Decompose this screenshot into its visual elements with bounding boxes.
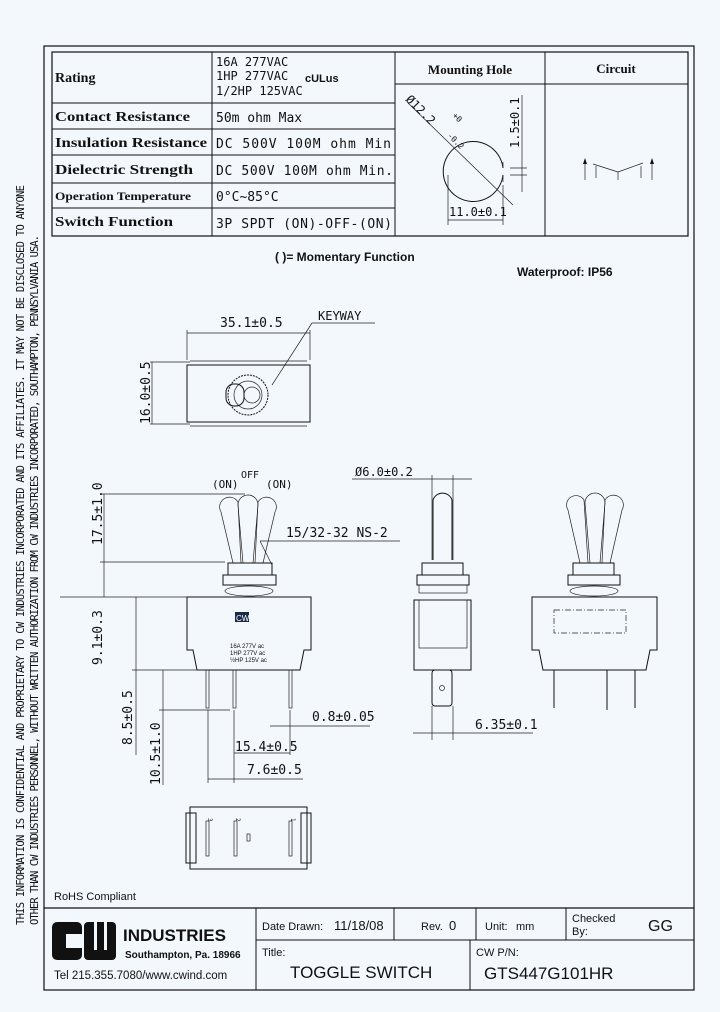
spec-label-operation: Operation Temperature	[55, 189, 192, 203]
body-text-3: ½HP 125V ac	[230, 657, 267, 664]
checked-value: GG	[648, 918, 673, 935]
body-logo: CW	[236, 614, 250, 623]
right-front-view	[531, 492, 658, 710]
part-number: GTS447G101HR	[484, 964, 613, 983]
mounting-width: 11.0±0.1	[449, 205, 507, 219]
pin-label-2: 2	[234, 818, 241, 822]
spec-rating-line-2: 1HP 277VAC	[216, 69, 288, 83]
spec-label-rating: Rating	[55, 71, 95, 86]
rev-label: Rev.	[421, 921, 443, 933]
rev-value: 0	[449, 918, 456, 933]
pos-left-label: (ON)	[212, 478, 239, 491]
keyway-label: KEYWAY	[318, 309, 362, 323]
pin-label-3: 3	[206, 818, 213, 822]
pn-label: CW P/N:	[476, 947, 519, 959]
disclaimer: THIS INFORMATION IS CONFIDENTIAL AND PRO…	[15, 185, 41, 925]
pin-span-dim: 15.4±0.5	[235, 740, 298, 755]
disclaimer-line-2: OTHER THAN CW INDUSTRIES PERSONNEL, WITH…	[29, 235, 41, 925]
mounting-diameter: Ø12.2	[403, 92, 438, 127]
date-label: Date Drawn:	[262, 921, 323, 933]
body-height-dim: 9.1±0.3	[91, 610, 106, 665]
mounting-tol-plus: +0	[451, 111, 464, 124]
spec-rating-line-3: 1/2HP 125VAC	[216, 84, 303, 98]
unit-label: Unit:	[485, 921, 508, 933]
body-text-2: 1HP 277V ac	[230, 651, 265, 657]
date-value: 11/18/08	[334, 918, 384, 933]
spec-value-operation: 0°C~85°C	[216, 190, 279, 205]
mounting-flat: 1.5±0.1	[508, 97, 522, 148]
lever-diameter-dim: Ø6.0±0.2	[355, 465, 413, 479]
bottom-view: 3 2 1	[185, 806, 312, 870]
pin-label-1: 1	[289, 818, 296, 822]
spec-label-insulation: Insulation Resistance	[55, 136, 207, 151]
top-view: 35.1±0.5 KEYWAY 16.0±0.5	[139, 309, 375, 427]
spec-value-function: 3P SPDT (ON)-OFF-(ON)	[216, 217, 392, 232]
cul-us-mark: cULus	[305, 73, 339, 85]
spec-label-function: Switch Function	[55, 215, 173, 230]
cw-logo	[52, 922, 116, 960]
pin-length-dim: 8.5±0.5	[121, 690, 136, 745]
pos-off-label: OFF	[241, 470, 259, 481]
sheet-border	[43, 45, 695, 991]
checked-by-label: By:	[572, 926, 588, 938]
company-contact: Tel 215.355.7080/www.cwind.com	[54, 970, 227, 982]
thread-spec: 15/32-32 NS-2	[286, 526, 388, 541]
circuit-header: Circuit	[596, 61, 636, 76]
drawing-title: TOGGLE SWITCH	[290, 963, 432, 982]
title-label: Title:	[262, 947, 285, 959]
spec-value-contact: 50m ohm Max	[216, 111, 302, 126]
rohs-label: RoHS Compliant	[54, 891, 136, 903]
body-text-1: 16A 277V ac	[230, 644, 264, 650]
pin-thickness-dim: 0.8±0.05	[312, 710, 375, 725]
spec-table: Rating 16A 277VAC 1HP 277VAC 1/2HP 125VA…	[51, 51, 689, 237]
disclaimer-line-1: THIS INFORMATION IS CONFIDENTIAL AND PRO…	[15, 185, 27, 925]
company-name: INDUSTRIES	[123, 926, 226, 945]
spec-label-contact: Contact Resistance	[55, 110, 190, 125]
momentary-note: ( )= Momentary Function	[275, 250, 415, 264]
circuit-diagram	[583, 158, 654, 180]
unit-value: mm	[516, 921, 534, 933]
pin-total-dim: 10.5±1.0	[149, 722, 164, 785]
checked-label: Checked	[572, 913, 615, 925]
spec-rating-line-1: 16A 277VAC	[216, 55, 288, 69]
pos-right-label: (ON)	[266, 478, 293, 491]
mounting-hole-diagram: Ø12.2 +0 -0.2 1.5±0.1 11.0±0.1	[403, 92, 527, 225]
waterproof-note: Waterproof: IP56	[517, 265, 613, 279]
side-view: Ø6.0±0.2 6.35±0.1	[352, 465, 538, 740]
mounting-hole-header: Mounting Hole	[428, 62, 512, 77]
pin-pitch-dim: 7.6±0.5	[247, 763, 302, 778]
tab-width-dim: 6.35±0.1	[475, 718, 538, 733]
spec-value-insulation: DC 500V 100M ohm Min	[216, 137, 391, 152]
company-address: Southampton, Pa. 18966	[125, 950, 241, 961]
title-block: RoHS Compliant INDUSTRIES Southampton, P…	[44, 891, 694, 990]
spec-value-dielectric: DC 500V 100M ohm Min.	[216, 164, 393, 179]
mounting-tol-minus: -0.2	[446, 131, 466, 151]
spec-label-dielectric: Dielectric Strength	[55, 163, 193, 178]
top-height-dim: 16.0±0.5	[139, 361, 154, 424]
top-width-dim: 35.1±0.5	[220, 316, 283, 331]
lever-height-dim: 17.5±1.0	[91, 482, 106, 545]
front-view: (ON) OFF (ON) CW 16A 277V ac 1HP 277V ac…	[60, 470, 400, 785]
